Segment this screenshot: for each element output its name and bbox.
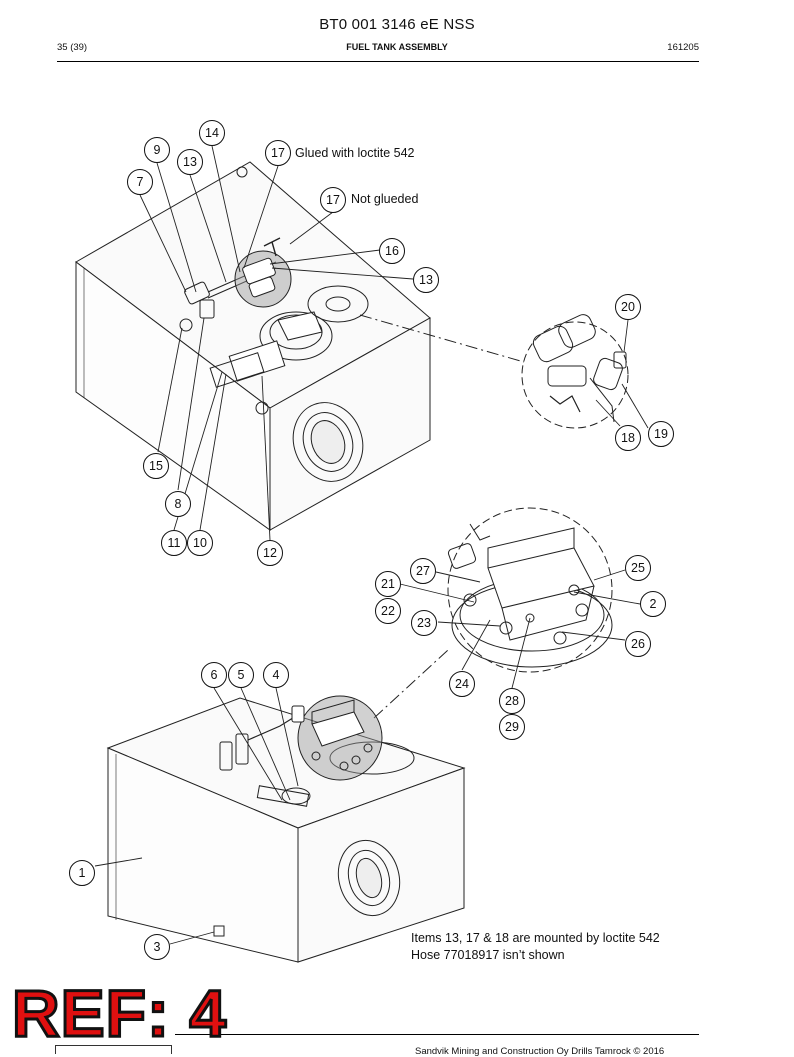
item-callout-10: 10 xyxy=(187,530,213,556)
item-callout-26: 26 xyxy=(625,631,651,657)
lower-tank-side xyxy=(297,767,465,963)
item-callout-8: 8 xyxy=(165,491,191,517)
footer-divider xyxy=(175,1034,699,1035)
footer-copyright: Sandvik Mining and Construction Oy Drill… xyxy=(415,1046,665,1057)
item-callout-22: 22 xyxy=(375,598,401,624)
item-callout-24: 24 xyxy=(449,671,475,697)
not-glued-note: Not glueded xyxy=(351,192,419,206)
item-callout-11: 11 xyxy=(161,530,187,556)
item-callout-27: 27 xyxy=(410,558,436,584)
document-date: 161205 xyxy=(667,42,699,53)
item-callout-7: 7 xyxy=(127,169,153,195)
item-callout-15: 15 xyxy=(143,453,169,479)
item-callout-4: 4 xyxy=(263,662,289,688)
item-callout-17-not-glued: 17 xyxy=(320,187,346,213)
item-callout-3: 3 xyxy=(144,934,170,960)
item-callout-20: 20 xyxy=(615,294,641,320)
item-callout-12: 12 xyxy=(257,540,283,566)
glued-note: Glued with loctite 542 xyxy=(295,146,415,160)
item-callout-13-right: 13 xyxy=(413,267,439,293)
item-callout-2: 2 xyxy=(640,591,666,617)
assembly-note-hose: Hose 77018917 isn’t shown xyxy=(411,948,565,962)
assembly-note-loctite: Items 13, 17 & 18 are mounted by loctite… xyxy=(411,931,660,945)
upper-tank-side xyxy=(269,317,431,531)
item-callout-13: 13 xyxy=(177,149,203,175)
item-callout-28: 28 xyxy=(499,688,525,714)
item-callout-21: 21 xyxy=(375,571,401,597)
item-callout-14: 14 xyxy=(199,120,225,146)
item-callout-29: 29 xyxy=(499,714,525,740)
item-callout-23: 23 xyxy=(411,610,437,636)
ref-stamp: REF: 4 xyxy=(10,976,228,1050)
header-divider xyxy=(57,61,699,62)
item-callout-18: 18 xyxy=(615,425,641,451)
item-callout-25: 25 xyxy=(625,555,651,581)
item-callout-5: 5 xyxy=(228,662,254,688)
item-callout-9: 9 xyxy=(144,137,170,163)
item-callout-1: 1 xyxy=(69,860,95,886)
item-callout-19: 19 xyxy=(648,421,674,447)
item-callout-16: 16 xyxy=(379,238,405,264)
page-title: FUEL TANK ASSEMBLY xyxy=(346,42,448,52)
ref-stamp-base xyxy=(55,1045,172,1054)
item-callout-6: 6 xyxy=(201,662,227,688)
page-number: 35 (39) xyxy=(57,42,88,53)
item-callout-17-glued: 17 xyxy=(265,140,291,166)
document-id: BT0 001 3146 eE NSS xyxy=(319,16,475,33)
